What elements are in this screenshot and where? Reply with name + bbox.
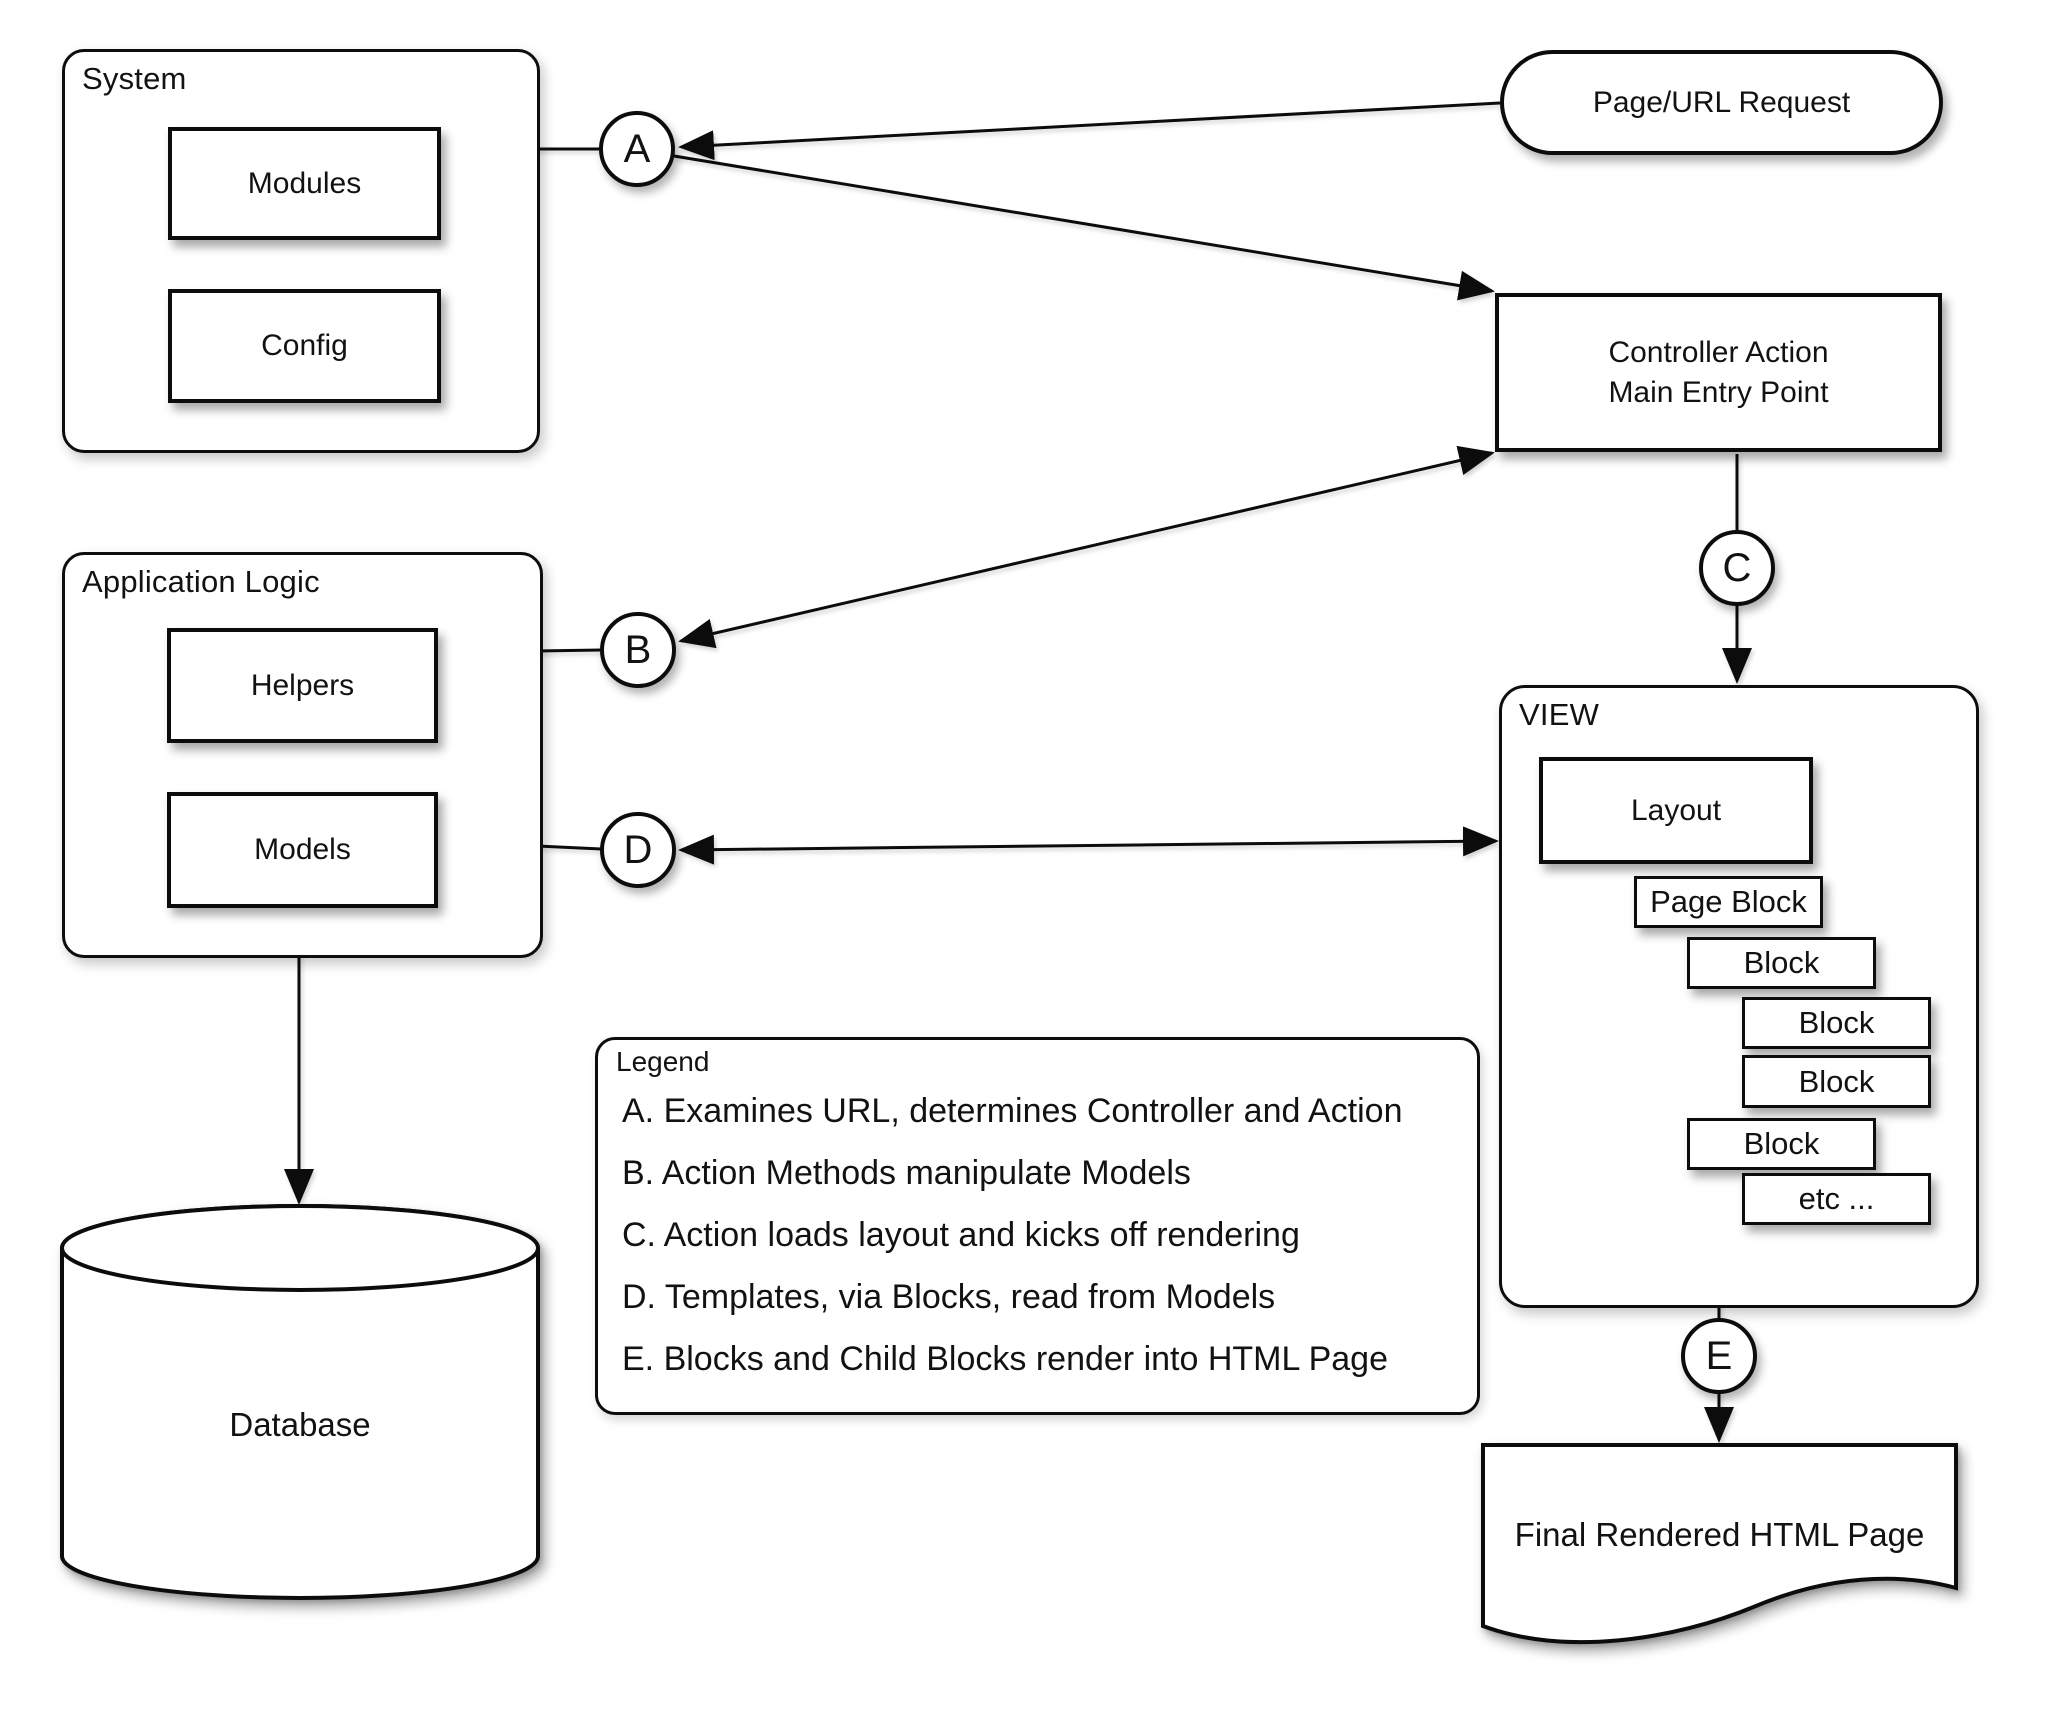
- system-group-title: System: [82, 61, 187, 96]
- block-box-2: Block: [1742, 997, 1931, 1049]
- layout-box: Layout: [1539, 757, 1813, 864]
- controller-action-line2: Main Entry Point: [1608, 375, 1829, 409]
- etc-block-box: etc ...: [1742, 1173, 1931, 1225]
- application-logic-title: Application Logic: [82, 564, 320, 599]
- block-label: Block: [1743, 1126, 1820, 1161]
- block-label: Block: [1798, 1063, 1875, 1099]
- legend-item-e: E. Blocks and Child Blocks render into H…: [622, 1340, 1388, 1378]
- legend-item-d: D. Templates, via Blocks, read from Mode…: [622, 1278, 1276, 1316]
- legend-item-a: A. Examines URL, determines Controller a…: [622, 1092, 1403, 1130]
- block-box-3: Block: [1742, 1055, 1931, 1108]
- connector-e-label: E: [1705, 1333, 1733, 1378]
- modules-box: Modules: [168, 127, 441, 240]
- helpers-box: Helpers: [167, 628, 438, 743]
- controller-action-line1: Controller Action: [1608, 335, 1829, 369]
- legend-item-c: C. Action loads layout and kicks off ren…: [622, 1216, 1300, 1254]
- connector-d-label: D: [623, 827, 653, 872]
- models-label: Models: [254, 833, 351, 866]
- connector-d-circle: D: [600, 812, 676, 888]
- controller-action-box: Controller Action Main Entry Point: [1495, 293, 1942, 452]
- connector-b-label: B: [624, 627, 652, 672]
- connector-c-label: C: [1722, 545, 1752, 590]
- final-page-document: [1481, 1443, 1958, 1645]
- connector-e-circle: E: [1681, 1318, 1757, 1394]
- legend-item-b: B. Action Methods manipulate Models: [622, 1154, 1191, 1192]
- etc-block-label: etc ...: [1798, 1181, 1875, 1216]
- database-cylinder: [60, 1204, 540, 1600]
- block-box-4: Block: [1687, 1118, 1876, 1170]
- config-label: Config: [261, 329, 348, 362]
- arrow-view-d: [678, 826, 1499, 865]
- arrow-controller-b: [678, 445, 1495, 649]
- connector-a-circle: A: [599, 111, 675, 187]
- models-box: Models: [167, 792, 438, 908]
- layout-label: Layout: [1630, 793, 1722, 827]
- arrow-request-to-a: [678, 101, 1501, 161]
- block-label: Block: [1743, 945, 1820, 980]
- connector-b-circle: B: [600, 612, 676, 688]
- modules-label: Modules: [247, 166, 362, 200]
- helpers-label: Helpers: [250, 668, 355, 702]
- stub-applogic-to-b: [536, 648, 602, 653]
- view-group-title: VIEW: [1519, 697, 1600, 732]
- connector-c-circle: C: [1699, 530, 1775, 606]
- block-label: Block: [1798, 1005, 1875, 1040]
- page-block-label: Page Block: [1650, 884, 1807, 919]
- stub-applogic-to-d: [536, 844, 602, 851]
- connector-a-label: A: [623, 126, 651, 171]
- block-box-1: Block: [1687, 937, 1876, 989]
- config-box: Config: [168, 289, 441, 403]
- page-url-request: Page/URL Request: [1500, 50, 1943, 155]
- final-page-label: Final Rendered HTML Page: [1514, 1516, 1925, 1553]
- page-block-box: Page Block: [1634, 876, 1823, 928]
- legend-title: Legend: [616, 1046, 710, 1077]
- legend-box: Legend A. Examines URL, determines Contr…: [595, 1037, 1480, 1415]
- database-label: Database: [229, 1406, 371, 1443]
- controller-action-label: Controller Action Main Entry Point: [1608, 333, 1828, 413]
- arrow-a-to-controller: [673, 154, 1495, 301]
- legend-items: A. Examines URL, determines Controller a…: [622, 1094, 1461, 1377]
- page-url-request-label: Page/URL Request: [1592, 85, 1851, 119]
